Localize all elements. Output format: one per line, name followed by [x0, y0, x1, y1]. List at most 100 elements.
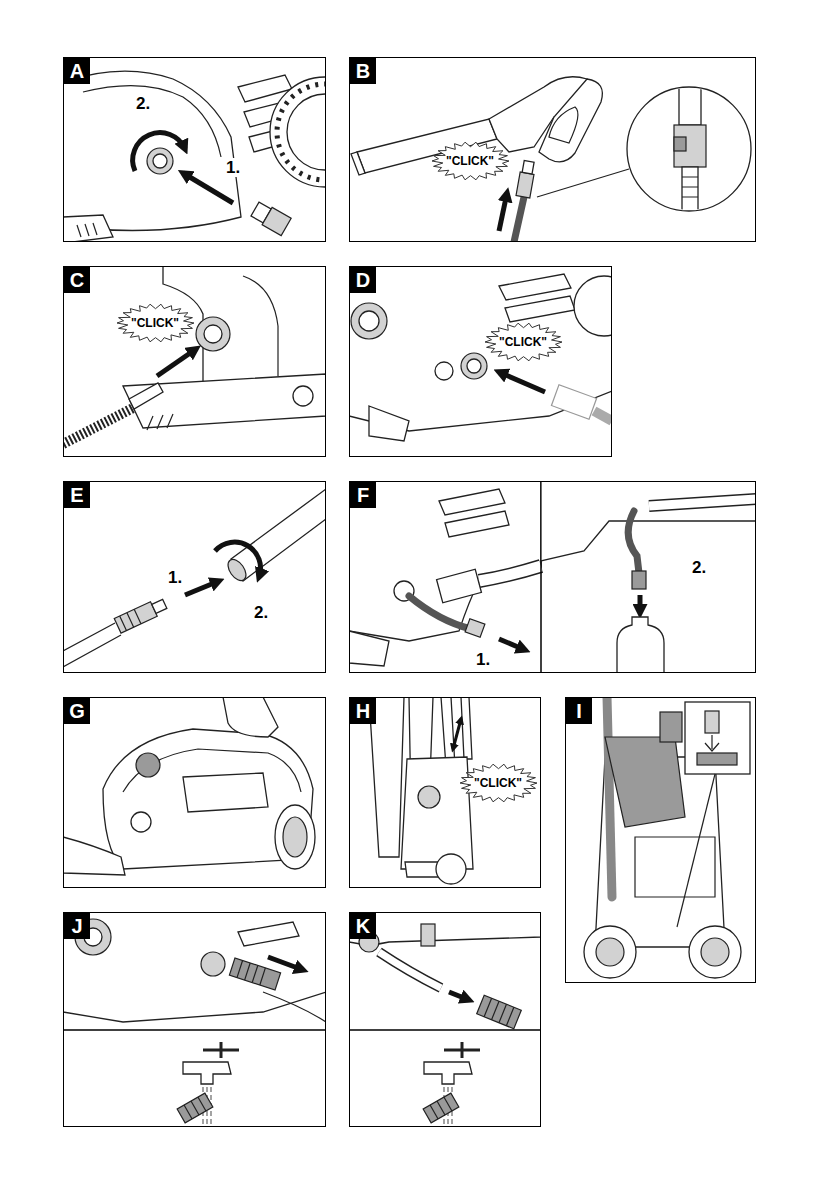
storage-figure [705, 735, 719, 751]
click-burst: "CLICK" [431, 141, 510, 181]
hose-connector-fitting-figure [270, 77, 380, 187]
inlet-filter-cleaning-figure [203, 1042, 239, 1058]
hose-connector-fitting-figure [147, 148, 173, 174]
trigger-gun-hose-figure [516, 172, 534, 198]
trigger-gun-hose-figure [522, 160, 534, 174]
carrying-figure [283, 817, 307, 857]
panel-letter: D [350, 267, 376, 293]
inlet-filter-cleaning-figure [263, 992, 326, 1022]
detergent-hose-figure [649, 499, 756, 506]
hose-filter-cleaning-figure [484, 998, 514, 1026]
water-inlet-figure [359, 311, 379, 331]
hose-filter-cleaning-figure [379, 952, 441, 988]
detergent-hose-figure [541, 481, 756, 561]
hose-connector-fitting-figure [262, 207, 291, 235]
hose-filter-cleaning-figure [477, 995, 522, 1029]
hose-connector-fitting-figure [83, 86, 221, 157]
detergent-hose-figure [409, 596, 471, 629]
step-number: 1. [474, 650, 492, 669]
water-inlet-figure [467, 359, 481, 373]
handle-extend-figure [418, 786, 440, 808]
carrying-figure [63, 697, 315, 875]
nozzle-lance-figure [114, 602, 157, 633]
trigger-gun-hose-figure [682, 177, 698, 197]
carrying-figure [63, 837, 125, 875]
trigger-gun-hose-figure [516, 160, 536, 198]
carrying-figure [275, 805, 315, 869]
inlet-filter-cleaning-figure [237, 960, 265, 985]
carrying-figure [131, 812, 151, 832]
panel-letter: H [350, 698, 376, 724]
hose-connector-fitting-figure [287, 94, 363, 170]
detergent-hose-figure [638, 595, 643, 613]
panel-letter: I [566, 698, 592, 724]
trigger-gun-hose-figure [351, 77, 751, 242]
nozzle-lance-figure [63, 489, 326, 667]
water-inlet-figure [499, 372, 545, 392]
nozzle-lance-figure [63, 623, 121, 667]
storage-figure [660, 712, 682, 742]
nozzle-lance-figure [152, 599, 167, 613]
storage-figure [697, 753, 737, 765]
water-inlet-figure [369, 406, 409, 441]
figure-panel: A [63, 57, 326, 242]
rear-connector-figure [293, 386, 313, 406]
water-inlet-figure [551, 385, 596, 419]
inlet-filter-cleaning-figure [63, 912, 326, 1127]
hose-connector-fitting-figure [277, 84, 373, 180]
storage-figure [584, 697, 750, 978]
handle-extend-figure [401, 757, 473, 869]
inlet-filter-cleaning-figure [177, 1093, 213, 1123]
inlet-filter-cleaning-figure [63, 912, 326, 1022]
detergent-hose-figure [349, 631, 389, 666]
inlet-filter-cleaning-figure [63, 1029, 326, 1031]
storage-figure [685, 702, 750, 774]
figure-panel: B "CLICK" [349, 57, 756, 242]
storage-figure [607, 697, 612, 897]
hose-filter-cleaning-figure [477, 995, 522, 1029]
nozzle-lance-figure [215, 542, 261, 577]
panel-letter: F [350, 482, 376, 508]
figure-panel: F [349, 481, 756, 673]
panel-letter: G [64, 698, 90, 724]
step-number: 2. [690, 558, 708, 577]
burst-outline [432, 142, 509, 180]
panel-letter: K [350, 913, 376, 939]
storage-figure [596, 938, 624, 966]
water-inlet-figure [349, 266, 612, 431]
hose-connector-fitting-figure [77, 223, 97, 237]
water-inlet-figure [594, 411, 612, 421]
detergent-hose-figure [437, 569, 482, 603]
hose-connector-fitting-figure [153, 154, 167, 168]
click-text: "CLICK" [499, 335, 547, 349]
inlet-filter-cleaning-figure [229, 958, 280, 990]
rear-connector-figure [204, 325, 222, 343]
rear-connector-figure [63, 266, 326, 444]
detergent-hose-figure [349, 481, 541, 641]
storage-figure [689, 926, 741, 978]
nozzle-lance-figure [231, 489, 326, 581]
hose-filter-cleaning-figure [424, 1062, 472, 1084]
nozzle-lance-figure [224, 556, 249, 584]
hose-filter-cleaning-figure [421, 924, 435, 946]
storage-figure [705, 711, 719, 733]
water-inlet-figure [499, 274, 575, 322]
trigger-gun-hose-figure [539, 79, 602, 162]
trigger-gun-hose-figure [549, 107, 578, 143]
panel-letter: C [64, 267, 90, 293]
rear-connector-figure [157, 349, 196, 376]
burst-outline [485, 323, 562, 361]
panel-letter: B [350, 58, 376, 84]
water-inlet-figure [351, 303, 387, 339]
trigger-gun-hose-figure [674, 87, 706, 217]
trigger-gun-hose-figure [674, 137, 686, 151]
click-burst: "CLICK" [116, 303, 195, 343]
rear-connector-figure [196, 317, 230, 351]
detergent-hose-figure [439, 489, 509, 537]
inlet-filter-cleaning-figure [183, 1062, 231, 1084]
figure-panel: E [63, 481, 326, 673]
water-inlet-figure [461, 353, 487, 379]
click-burst: "CLICK" [459, 763, 538, 803]
